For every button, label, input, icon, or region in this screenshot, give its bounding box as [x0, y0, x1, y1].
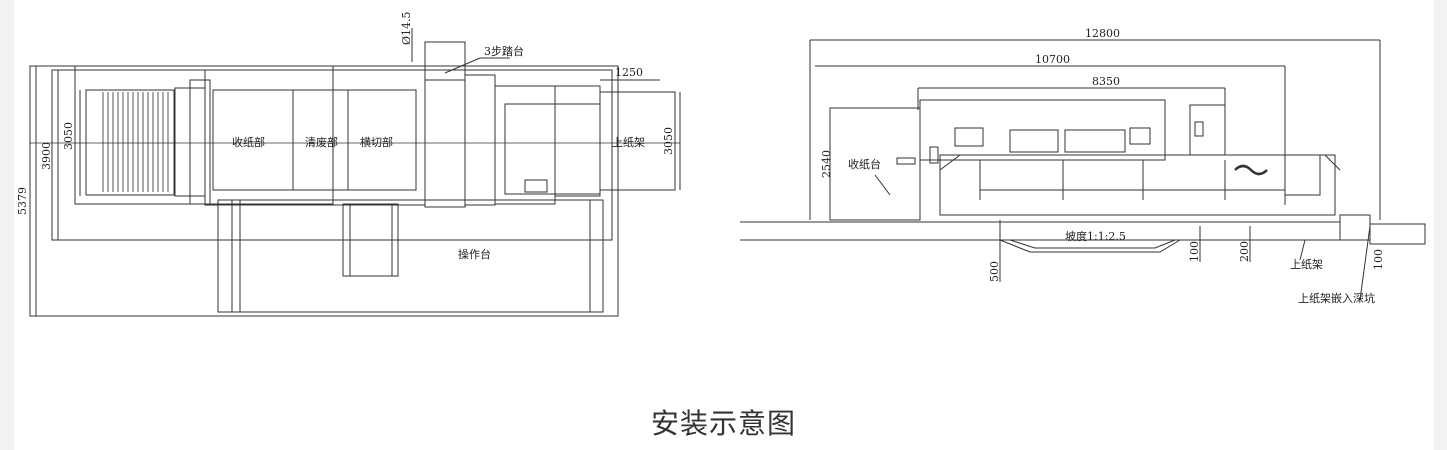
plan-label-feeding: 上纸架 [612, 136, 645, 149]
side-dim-10700: 10700 [1035, 53, 1070, 66]
plan-dim-5379: 5379 [16, 187, 29, 215]
side-label-trench: 上纸架嵌入深坑 [1298, 291, 1375, 305]
plan-label-die-cutting: 清废部 [305, 135, 338, 149]
side-feeder-pit [1339, 214, 1371, 241]
side-label-slope: 坡度1:1:2.5 [1065, 229, 1126, 243]
plan-feeder-stack [599, 91, 676, 191]
plan-receiving-stack [85, 89, 175, 196]
plan-step-platform [342, 203, 399, 277]
side-label-receiving: 收纸台 [848, 157, 881, 171]
page-background [14, 0, 1434, 450]
plan-feeder-body [504, 103, 601, 195]
plan-label-cross-cut: 横切部 [360, 135, 393, 149]
side-feeder-end [1369, 223, 1426, 245]
plan-operation-area [217, 199, 604, 313]
plan-unit [464, 74, 496, 206]
side-dim-500: 500 [988, 261, 1001, 282]
side-dim-200: 200 [1238, 241, 1251, 262]
plan-machine-body [74, 65, 334, 205]
plan-dim-3900: 3900 [40, 142, 53, 170]
plan-label-step: 3步踏台 [484, 44, 524, 58]
side-machine-base [939, 154, 1336, 216]
plan-view [29, 28, 681, 317]
plan-section-cut [347, 89, 417, 191]
side-wave [1234, 164, 1268, 176]
plan-dim-phi: Ø14.5 [400, 11, 413, 45]
side-feeder-rack [1284, 154, 1321, 196]
plan-inner-frame [51, 69, 613, 241]
plan-dim-3050b: 3050 [662, 127, 675, 155]
plan-label-receiving: 收纸部 [232, 135, 265, 149]
plan-label-operation: 操作台 [458, 247, 491, 261]
diagram-caption: 安装示意图 [650, 407, 796, 440]
side-view [740, 39, 1426, 301]
side-label-feeding: 上纸架 [1290, 258, 1323, 271]
plan-dim-1250: 1250 [615, 66, 643, 79]
side-receiving-box [896, 157, 916, 165]
plan-frame-block [189, 79, 211, 205]
plan-feeder-rail [554, 85, 601, 197]
plan-tower-top [424, 41, 466, 81]
plan-dim-3050: 3050 [62, 122, 75, 150]
side-receiving-table [829, 107, 921, 221]
side-floor-pit [999, 239, 1181, 253]
plan-feeder-box [524, 179, 548, 193]
side-machine-top [919, 99, 1166, 161]
plan-receiving-lines [102, 92, 169, 192]
side-dim-2540: 2540 [820, 150, 833, 178]
side-dim-8350: 8350 [1092, 75, 1120, 88]
side-dim-100b: 100 [1372, 249, 1385, 270]
side-dim-100a: 100 [1188, 241, 1201, 262]
side-dim-12800: 12800 [1085, 27, 1120, 40]
